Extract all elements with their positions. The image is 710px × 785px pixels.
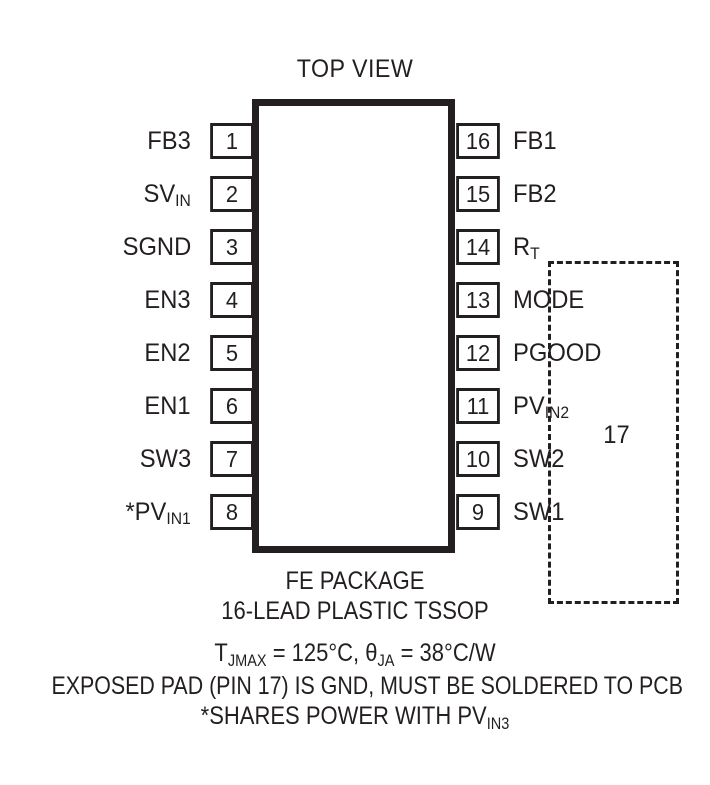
pin-box-4[interactable]: 4 <box>210 282 254 318</box>
pin-label-text: FB2 <box>513 179 557 208</box>
pin-label-en2: EN2 <box>142 335 191 371</box>
tjmax-label: T <box>214 639 228 667</box>
pin-label-en3: EN3 <box>142 282 191 318</box>
caption-thermal-specs: TJMAX = 125°C, θJA = 38°C/W <box>43 638 668 671</box>
pin-label-text: PGOOD <box>513 338 602 367</box>
footnote-text: *SHARES POWER WITH PV <box>200 702 487 730</box>
package-body-outline: 17 <box>252 99 679 604</box>
tjmax-subscript: JMAX <box>227 651 267 670</box>
pin-label-fb2: FB2 <box>513 176 559 212</box>
pin-label-text: FB3 <box>147 126 191 155</box>
pin-label-text: EN3 <box>144 285 191 314</box>
pin-label-text: FB1 <box>513 126 557 155</box>
pin-label-text: SW2 <box>513 444 565 473</box>
pin-label-sgnd: SGND <box>119 229 191 265</box>
exposed-pad-number: 17 <box>603 421 630 449</box>
exposed-pad-outline: 17 <box>548 261 679 604</box>
pin-box-16[interactable]: 16 <box>456 123 500 159</box>
pin-label-subscript: IN <box>175 192 191 211</box>
caption-exposed-pad-note: EXPOSED PAD (PIN 17) IS GND, MUST BE SOL… <box>51 672 683 700</box>
pin-box-8[interactable]: 8 <box>210 494 254 530</box>
pin-label-rt: RT <box>513 229 541 265</box>
caption-footnote: *SHARES POWER WITH PVIN3 <box>43 701 668 734</box>
pin-box-9[interactable]: 9 <box>456 494 500 530</box>
pin-label-text: SW3 <box>139 444 191 473</box>
pin-label-svin: SVIN <box>141 176 191 212</box>
tjmax-value: = 125°C, <box>266 639 366 667</box>
theta-subscript: JA <box>377 651 395 670</box>
pin-box-15[interactable]: 15 <box>456 176 500 212</box>
pin-box-1[interactable]: 1 <box>210 123 254 159</box>
pin-box-10[interactable]: 10 <box>456 441 500 477</box>
pin-label-text: *PV <box>125 497 167 526</box>
pin-label-subscript: T <box>530 245 540 264</box>
pin-label-text: EN2 <box>144 338 191 367</box>
package-caption: FE PACKAGE 16-LEAD PLASTIC TSSOP TJMAX =… <box>0 566 710 734</box>
pin-box-13[interactable]: 13 <box>456 282 500 318</box>
pin-box-14[interactable]: 14 <box>456 229 500 265</box>
package-diagram: 17 1 2 3 4 5 6 7 8 16 15 14 13 12 11 10 … <box>119 99 679 604</box>
pin-box-12[interactable]: 12 <box>456 335 500 371</box>
caption-spacer <box>0 626 710 638</box>
pin-label-sw2: SW2 <box>513 441 567 477</box>
pin-box-7[interactable]: 7 <box>210 441 254 477</box>
pin-label-text: SV <box>143 179 176 208</box>
pin-label-text: PV <box>513 391 545 420</box>
pin-label-text: R <box>513 232 531 261</box>
pin-label-sw3: SW3 <box>137 441 191 477</box>
pin-box-2[interactable]: 2 <box>210 176 254 212</box>
theta-label: θ <box>365 639 378 667</box>
pin-label-text: SGND <box>122 232 191 261</box>
caption-package-type: 16-LEAD PLASTIC TSSOP <box>221 597 489 625</box>
pin-label-pgood: PGOOD <box>513 335 606 371</box>
pin-label-sw1: SW1 <box>513 494 567 530</box>
pin-label-fb3: FB3 <box>145 123 191 159</box>
pin-label-subscript: IN1 <box>166 510 191 529</box>
caption-package-name: FE PACKAGE <box>285 567 425 595</box>
pin-label-text: EN1 <box>144 391 191 420</box>
pin-label-fb1: FB1 <box>513 123 559 159</box>
pin-box-5[interactable]: 5 <box>210 335 254 371</box>
footnote-subscript: IN3 <box>486 714 510 733</box>
pin-box-6[interactable]: 6 <box>210 388 254 424</box>
pin-label-text: SW1 <box>513 497 565 526</box>
pin-label-en1: EN1 <box>142 388 191 424</box>
pin-label-pvin1: *PVIN1 <box>122 494 191 530</box>
theta-value: = 38°C/W <box>394 639 496 667</box>
pin-box-11[interactable]: 11 <box>456 388 500 424</box>
pin-box-3[interactable]: 3 <box>210 229 254 265</box>
page-title: TOP VIEW <box>296 55 414 83</box>
